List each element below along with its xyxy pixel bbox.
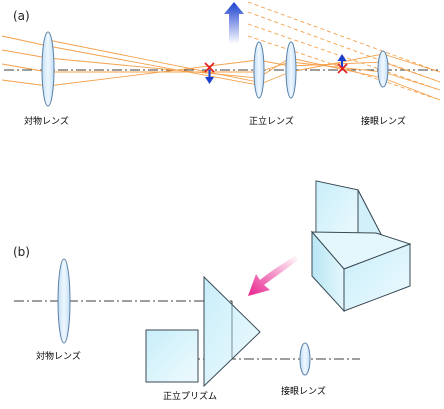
- curved-arrow-icon: [248, 255, 298, 296]
- light-rays-a: [1, 1, 441, 101]
- objective-lens-label-b: 対物レンズ: [36, 352, 81, 362]
- eyepiece-lens-b: [299, 342, 311, 376]
- erecting-lens-label-a: 正立レンズ: [249, 117, 294, 127]
- prism-3d: [310, 180, 412, 313]
- eyepiece-lens-a: [377, 50, 389, 88]
- panel-label-b: (b): [13, 245, 30, 259]
- panel-label-a: (a): [13, 9, 30, 23]
- cross-mark-icon: [337, 63, 348, 74]
- objective-lens-b: [57, 258, 71, 344]
- panel-a: [1, 1, 441, 107]
- erecting-lens-1-a: [253, 41, 265, 99]
- upright-arrow-icon: [224, 2, 244, 44]
- erecting-lens-2-a: [285, 41, 297, 99]
- cross-mark-icon: [204, 62, 215, 73]
- eyepiece-lens-label-b: 接眼レンズ: [281, 387, 326, 397]
- objective-lens-label-a: 対物レンズ: [24, 117, 69, 127]
- prism-block: [145, 329, 199, 383]
- erecting-prism-label-b: 正立プリズム: [163, 392, 218, 402]
- panel-b: [14, 180, 412, 388]
- image-arrow-icon: [205, 70, 214, 84]
- eyepiece-lens-label-a: 接眼レンズ: [361, 117, 406, 127]
- objective-lens-a: [41, 31, 55, 107]
